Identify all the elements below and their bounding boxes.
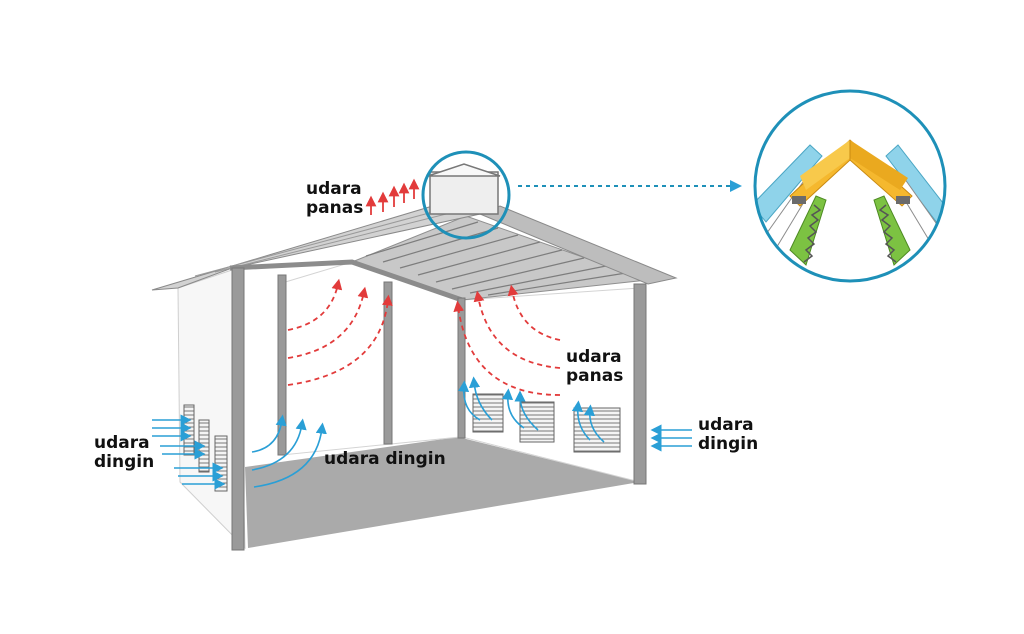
hot-air-right-line2: panas <box>566 366 624 386</box>
right-louver-1 <box>472 393 504 433</box>
column-back-mid <box>383 281 393 445</box>
hot-air-top-label: udara panas <box>306 180 363 218</box>
zoom-detail <box>753 89 947 283</box>
hot-air-right-label: udara panas <box>566 348 623 386</box>
column-front-left <box>231 267 245 551</box>
left-louver-1 <box>183 404 195 456</box>
column-back-right <box>457 297 466 439</box>
column-back-left <box>277 274 287 456</box>
column-front-right <box>633 283 647 485</box>
hot-air-top-line1: udara <box>306 179 362 199</box>
cold-air-left-line2: dingin <box>94 452 155 472</box>
hot-air-top-line2: panas <box>306 198 364 218</box>
ridge-vent-cap <box>427 163 501 177</box>
hot-air-roof-arrows <box>365 178 420 215</box>
cold-air-right-louver-arrows <box>457 376 605 443</box>
cold-air-left-line1: udara <box>94 433 150 453</box>
cold-air-left-inlet-arrows <box>152 414 226 490</box>
cold-air-floor-arrows <box>251 414 327 488</box>
cold-air-right-inlet-arrows <box>650 424 692 452</box>
cold-air-floor-text: udara dingin <box>324 449 446 469</box>
ridge-vent <box>429 171 499 215</box>
left-louver-3 <box>214 435 228 492</box>
right-louver-2 <box>519 401 555 443</box>
left-louver-2 <box>198 419 210 473</box>
left-wall <box>177 267 246 550</box>
cold-air-left-label: udara dingin <box>94 434 154 472</box>
hot-air-right-arrows <box>453 284 561 396</box>
cold-air-right-line1: udara <box>698 415 754 435</box>
cold-air-right-label: udara dingin <box>698 416 758 454</box>
cold-air-floor-label: udara dingin <box>324 450 446 469</box>
right-louver-3 <box>573 407 621 453</box>
columns <box>231 267 647 551</box>
hot-air-right-line1: udara <box>566 347 622 367</box>
roof-magnifier-circle <box>421 150 511 240</box>
zoom-detail-ring <box>753 89 947 283</box>
front-gable-rafter <box>229 259 463 303</box>
cold-air-right-line2: dingin <box>698 434 759 454</box>
hot-air-left-arrows <box>287 278 393 386</box>
floor <box>245 437 640 548</box>
